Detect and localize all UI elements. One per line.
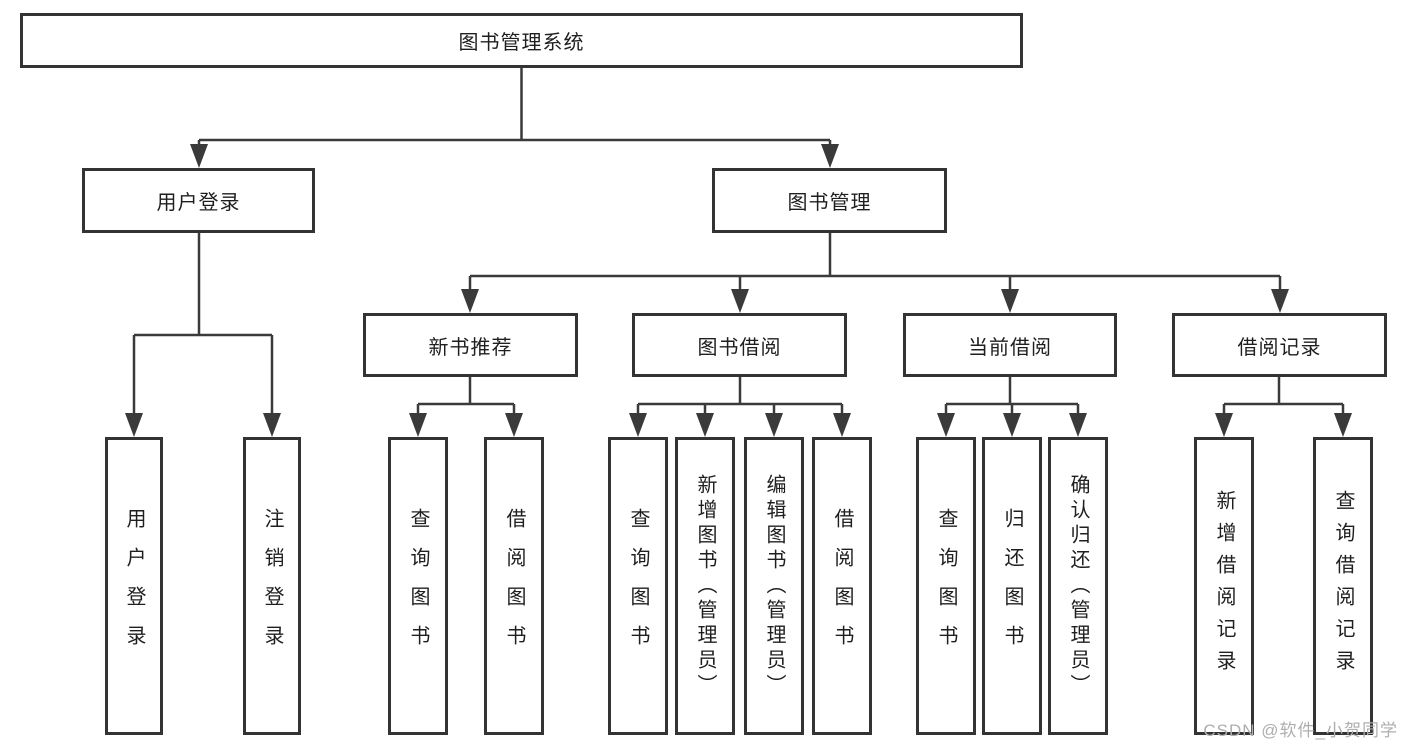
leaf-label: 借阅图书 [831,508,853,664]
leaf-borrow-books-recommend: 借阅图书 [484,437,544,735]
leaf-label: 借阅图书 [503,508,525,664]
leaf-label: 查询图书 [407,508,429,664]
leaf-logout: 注销登录 [243,437,301,735]
node-label: 图书管理 [787,192,872,214]
leaf-label: 新增借阅记录 [1213,490,1235,682]
leaf-query-borrow-record: 查询借阅记录 [1313,437,1373,735]
leaf-query-books-recommend: 查询图书 [388,437,448,735]
leaf-label: 查询图书 [935,508,957,664]
leaf-edit-books-admin: 编辑图书（管理员） [744,437,804,735]
leaf-label: 归还图书 [1001,508,1023,664]
node-label: 图书管理系统 [458,32,585,54]
node-label: 借阅记录 [1237,336,1322,359]
node-label: 用户登录 [156,192,241,214]
leaf-user-login: 用户登录 [105,437,163,735]
node-library-system: 图书管理系统 [20,13,1023,68]
leaf-label: 查询图书 [627,508,649,664]
leaf-add-borrow-record: 新增借阅记录 [1194,437,1254,735]
node-current-borrow: 当前借阅 [903,313,1117,377]
leaf-label: 用户登录 [123,508,145,664]
leaf-label: 注销登录 [261,508,283,664]
arrowheads [125,144,1352,437]
node-label: 当前借阅 [968,336,1052,359]
leaf-label: 确认归还（管理员） [1067,473,1089,699]
leaf-query-books-current: 查询图书 [916,437,976,735]
leaf-confirm-return-admin: 确认归还（管理员） [1048,437,1108,735]
leaf-add-books-admin: 新增图书（管理员） [675,437,735,735]
node-book-management: 图书管理 [712,168,947,233]
node-user-login: 用户登录 [82,168,315,233]
csdn-watermark: CSDN @软件_小贺同学 [1203,721,1398,740]
node-book-borrow: 图书借阅 [632,313,847,377]
leaf-borrow-books: 借阅图书 [812,437,872,735]
node-label: 图书借阅 [697,336,782,359]
node-label: 新书推荐 [428,336,513,359]
leaf-return-books: 归还图书 [982,437,1042,735]
node-borrow-records: 借阅记录 [1172,313,1387,377]
leaf-label: 新增图书（管理员） [694,473,716,699]
leaf-query-books-borrow: 查询图书 [608,437,668,735]
leaf-label: 查询借阅记录 [1332,490,1354,682]
node-new-book-recommend: 新书推荐 [363,313,578,377]
leaf-label: 编辑图书（管理员） [763,473,785,699]
